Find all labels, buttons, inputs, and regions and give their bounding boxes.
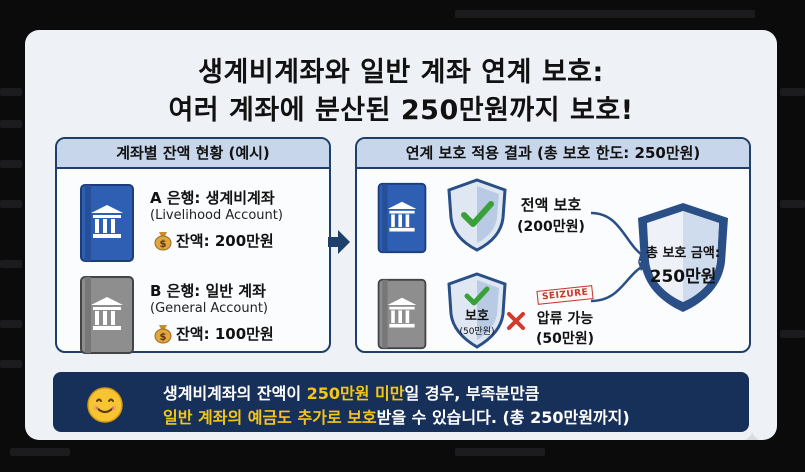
account-b-subtitle: (General Account) bbox=[150, 301, 268, 316]
banner-line-1-highlight: 250만원 미만 bbox=[306, 384, 405, 403]
banner-line-2-post: 받을 수 있습니다. (총 250만원까지) bbox=[376, 408, 630, 427]
money-bag-icon: $ bbox=[154, 232, 172, 251]
banner-line-1-post: 일 경우, 부족분만큼 bbox=[404, 384, 540, 403]
banner-line-2-highlight: 일반 계좌의 예금도 추가로 보호 bbox=[163, 408, 377, 427]
summary-banner: 생계비계좌의 잔액이 250만원 미만일 경우, 부족분만큼 일반 계좌의 예금… bbox=[53, 372, 749, 432]
account-panel-header: 계좌별 잔액 현황 (예시) bbox=[57, 139, 329, 169]
banner-line-1-pre: 생계비계좌의 잔액이 bbox=[163, 384, 307, 403]
full-protect-amount: (200만원) bbox=[517, 219, 585, 235]
seizable-amount: (50만원) bbox=[535, 331, 595, 347]
gray-bankbook-icon bbox=[377, 278, 427, 350]
svg-text:$: $ bbox=[160, 332, 167, 343]
smiley-face-icon bbox=[87, 387, 123, 423]
sparkle-icon: ✦ bbox=[743, 428, 761, 440]
infographic-card: 생계비계좌와 일반 계좌 연계 보호: 여러 계좌에 분산된 250만원까지 보… bbox=[25, 30, 777, 440]
title-line-2: 여러 계좌에 분산된 250만원까지 보호! bbox=[168, 95, 634, 126]
svg-text:$: $ bbox=[160, 239, 167, 250]
total-shield-icon bbox=[638, 203, 728, 312]
title-line-1: 생계비계좌와 일반 계좌 연계 보호: bbox=[198, 57, 604, 88]
shield-partial-icon bbox=[447, 272, 507, 349]
account-a-balance-text: 잔액: 200만원 bbox=[176, 231, 274, 250]
account-a-balance: $ 잔액: 200만원 bbox=[153, 229, 274, 251]
seizable-label: 압류 가능 bbox=[536, 311, 594, 327]
banner-line-2: 일반 계좌의 예금도 추가로 보호받을 수 있습니다. (총 250만원까지) bbox=[163, 404, 630, 428]
account-a-name: A 은행: 생계비계좌 bbox=[150, 189, 275, 207]
account-b-balance-text: 잔액: 100만원 bbox=[176, 324, 274, 343]
full-protect-label: 전액 보호 bbox=[520, 196, 582, 214]
result-panel-header: 연계 보호 적용 결과 (총 보호 한도: 250만원) bbox=[357, 139, 749, 169]
account-b-name: B 은행: 일반 계좌 bbox=[150, 282, 266, 300]
account-b-balance: $ 잔액: 100만원 bbox=[153, 322, 274, 344]
account-a-subtitle: (Livelihood Account) bbox=[150, 208, 283, 223]
gray-bankbook-icon bbox=[80, 276, 134, 354]
money-bag-icon: $ bbox=[154, 325, 172, 344]
blue-bankbook-icon bbox=[80, 184, 134, 262]
shield-check-icon bbox=[447, 178, 507, 252]
partial-protect-amount: (50만원) bbox=[459, 327, 495, 337]
cross-icon bbox=[507, 312, 525, 330]
arrow-right-icon bbox=[328, 230, 350, 254]
blue-bankbook-icon bbox=[377, 182, 427, 254]
total-protect-amount: 250만원 bbox=[649, 267, 717, 287]
total-protect-label: 총 보호 금액: bbox=[645, 246, 721, 261]
partial-protect-label: 보호 bbox=[465, 309, 489, 324]
banner-line-1: 생계비계좌의 잔액이 250만원 미만일 경우, 부족분만큼 bbox=[163, 380, 539, 404]
